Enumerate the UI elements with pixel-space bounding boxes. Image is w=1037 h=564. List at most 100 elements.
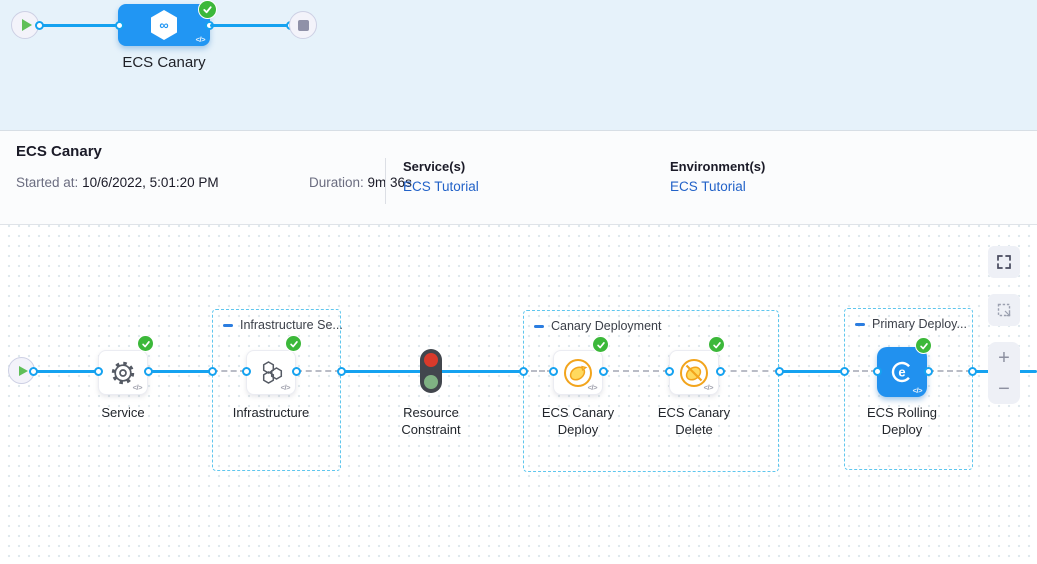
connector-line-dashed — [603, 370, 669, 372]
step-node-ecs-rolling-deploy[interactable]: e </> — [877, 347, 927, 397]
link-point — [241, 366, 251, 376]
zoom-in-button[interactable]: + — [998, 346, 1010, 369]
link-point — [598, 366, 608, 376]
link-point — [664, 366, 674, 376]
environments-block: Environment(s) ECS Tutorial — [670, 159, 765, 194]
template-code-icon: </> — [587, 383, 598, 392]
success-check-icon — [198, 0, 217, 19]
canary-delete-icon — [680, 358, 708, 387]
step-group-primary-deployment: Primary Deploy... — [844, 308, 973, 470]
template-code-icon: </> — [912, 386, 923, 395]
link-point — [872, 366, 882, 376]
link-point — [518, 366, 528, 376]
step-label: Resource Constraint — [401, 405, 461, 437]
stage-label: ECS Canary — [122, 54, 206, 71]
link-point — [967, 366, 977, 376]
connector-line-dashed — [296, 370, 341, 372]
link-point — [93, 366, 103, 376]
step-node-ecs-canary-delete[interactable]: </> — [669, 350, 719, 395]
connector-line — [33, 370, 98, 373]
connector-line-dashed — [844, 370, 877, 372]
started-at-value: 10/6/2022, 5:01:20 PM — [82, 175, 219, 190]
template-code-icon: </> — [132, 383, 143, 392]
step-label: Infrastructure — [232, 405, 310, 420]
environments-link[interactable]: ECS Tutorial — [670, 179, 746, 194]
link-point — [114, 20, 124, 30]
group-title: Infrastructure Se... — [240, 318, 343, 332]
link-point — [28, 366, 38, 376]
connector-line-dashed — [523, 370, 553, 372]
red-light-icon — [424, 353, 438, 367]
link-point — [839, 366, 849, 376]
connector-line — [210, 24, 290, 27]
template-code-icon: </> — [703, 383, 714, 392]
svg-text:e: e — [898, 365, 905, 380]
link-point — [336, 366, 346, 376]
ecs-rolling-icon: e — [891, 361, 913, 383]
services-label: Service(s) — [403, 159, 466, 174]
duration-label: Duration: — [309, 175, 364, 190]
stage-node-ecs-canary[interactable]: ∞ </> — [118, 4, 210, 46]
step-node-ecs-canary-deploy[interactable]: </> — [553, 350, 603, 395]
success-check-icon — [137, 335, 154, 352]
stop-icon — [297, 19, 309, 31]
harness-pipeline-icon: ∞ — [151, 10, 177, 40]
play-icon — [21, 19, 32, 31]
step-node-infrastructure[interactable]: </> — [246, 350, 296, 395]
services-block: Service(s) ECS Tutorial — [403, 159, 479, 194]
pipeline-start-node[interactable] — [11, 11, 39, 39]
connector-line — [148, 370, 212, 373]
link-point — [143, 366, 153, 376]
pipeline-end-node[interactable] — [289, 11, 317, 39]
success-check-icon — [708, 336, 725, 353]
connector-line — [39, 24, 120, 27]
services-link[interactable]: ECS Tutorial — [403, 179, 479, 194]
environments-label: Environment(s) — [670, 159, 766, 174]
step-label: ECS Rolling Deploy — [866, 405, 938, 437]
step-label: ECS Canary Delete — [657, 405, 731, 437]
step-node-service[interactable]: </> — [98, 350, 148, 395]
collapse-group-icon[interactable] — [223, 323, 233, 327]
success-check-icon — [285, 335, 302, 352]
link-point — [548, 366, 558, 376]
connector-line-dashed — [928, 370, 972, 372]
link-point — [207, 366, 217, 376]
step-group-infrastructure: Infrastructure Se... — [212, 309, 343, 471]
collapse-group-icon[interactable] — [855, 322, 865, 326]
step-label: Service — [101, 405, 145, 420]
gear-icon — [111, 361, 135, 384]
link-point — [291, 366, 301, 376]
marquee-select-icon — [997, 303, 1010, 316]
green-light-icon — [424, 375, 438, 389]
canary-deploy-icon — [564, 358, 592, 387]
fullscreen-icon — [997, 255, 1011, 269]
fit-to-screen-button[interactable] — [988, 246, 1020, 278]
zoom-out-button[interactable]: − — [998, 377, 1010, 400]
group-title: Canary Deployment — [551, 319, 662, 333]
link-point — [774, 366, 784, 376]
step-label: ECS Canary Deploy — [541, 405, 615, 437]
step-node-resource-constraint[interactable] — [420, 349, 442, 393]
started-at-label: Started at: — [16, 175, 79, 190]
group-title: Primary Deploy... — [872, 317, 967, 331]
zoom-panel: + − — [988, 342, 1020, 404]
template-code-icon: </> — [195, 35, 206, 44]
link-point — [715, 366, 725, 376]
stage-graph-header: ∞ </> ECS Canary — [0, 0, 1037, 131]
infrastructure-hexagons-icon — [262, 361, 282, 384]
connector-line-dashed — [720, 370, 779, 372]
divider — [385, 158, 386, 204]
play-icon — [18, 365, 28, 376]
execution-title: ECS Canary — [16, 143, 102, 160]
execution-summary-bar: ECS Canary Started at: 10/6/2022, 5:01:2… — [0, 131, 1037, 225]
success-check-icon — [592, 336, 609, 353]
template-code-icon: </> — [280, 383, 291, 392]
pipeline-canvas[interactable]: Infrastructure Se... Canary Deployment P… — [0, 225, 1037, 564]
collapse-group-icon[interactable] — [534, 324, 544, 328]
started-at: Started at: 10/6/2022, 5:01:20 PM — [16, 175, 219, 190]
link-point — [34, 20, 44, 30]
selection-mode-button[interactable] — [988, 294, 1020, 326]
step-group-canary-deployment: Canary Deployment — [523, 310, 779, 472]
connector-line-dashed — [212, 370, 246, 372]
